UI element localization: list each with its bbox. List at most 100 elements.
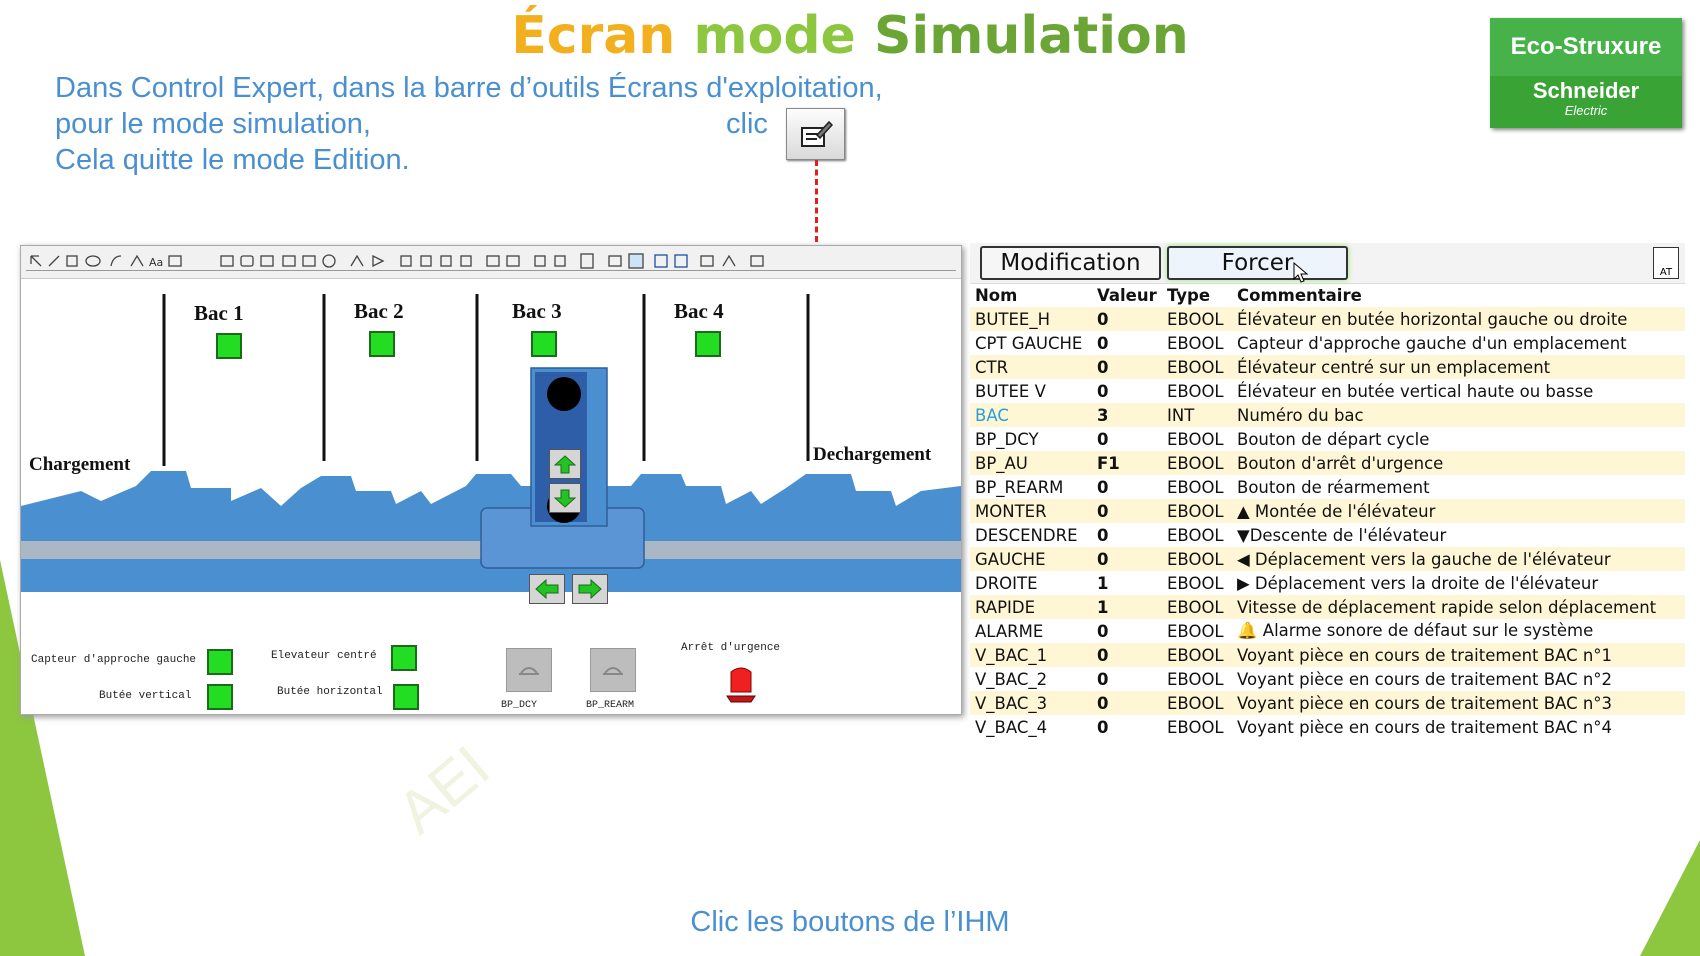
hmi-toolbar: Aa	[21, 246, 961, 279]
cell-valeur[interactable]: 0	[1097, 525, 1109, 545]
arret-urgence-button[interactable]	[721, 664, 761, 704]
elevateur-centre-label: Elevateur centré	[271, 650, 377, 662]
page-title: Écran mode Simulation	[0, 6, 1700, 66]
bp-rearm-label: BP_REARM	[586, 700, 635, 711]
droite-button[interactable]	[572, 574, 608, 604]
schneider-logo: Eco-Struxure Schneider Electric	[1490, 18, 1682, 128]
cell-valeur[interactable]: F1	[1092, 451, 1162, 475]
cell-valeur[interactable]: 0	[1097, 381, 1109, 401]
title-part-2: mode	[693, 6, 874, 66]
cell-commentaire: Voyant pièce en cours de traitement BAC …	[1237, 669, 1613, 689]
cell-valeur[interactable]: 0	[1097, 429, 1109, 449]
cell-type: EBOOL	[1162, 643, 1232, 667]
cell-type: EBOOL	[1162, 547, 1232, 571]
cell-nom: BAC	[970, 403, 1092, 427]
cell-valeur[interactable]: 3	[1092, 403, 1162, 427]
title-part-1: Écran	[511, 6, 694, 66]
cell-valeur[interactable]: 0	[1097, 477, 1109, 497]
cell-type: INT	[1162, 403, 1232, 427]
bac-label-3: Bac 3	[512, 299, 562, 323]
table-row[interactable]: DROITE 1 EBOOL ▶ Déplacement vers la droite…	[970, 571, 1685, 595]
cell-type: EBOOL	[1167, 573, 1224, 593]
tab-forcer[interactable]: Forcer	[1167, 246, 1348, 280]
cell-nom: BP_REARM	[975, 477, 1064, 497]
pushbutton-icon	[603, 667, 623, 675]
cell-commentaire: ▶ Déplacement vers la droite de l'élévat…	[1237, 573, 1599, 593]
cell-nom: GAUCHE	[970, 547, 1092, 571]
bac-1-led	[216, 333, 242, 359]
cell-type: EBOOL	[1162, 691, 1232, 715]
gauche-button[interactable]	[529, 574, 565, 604]
bac-3-led	[531, 331, 557, 357]
cell-commentaire: Bouton de départ cycle	[1237, 429, 1430, 449]
cell-valeur[interactable]: 0	[1092, 307, 1162, 331]
cell-commentaire: ▼Descente de l'élévateur	[1237, 525, 1447, 545]
cell-nom: DROITE	[975, 573, 1038, 593]
header-commentaire: Commentaire	[1237, 286, 1362, 305]
cell-valeur[interactable]: 0	[1092, 355, 1162, 379]
header-type: Type	[1167, 286, 1211, 305]
arrow-down-icon	[554, 489, 576, 508]
cell-nom: MONTER	[970, 499, 1092, 523]
descendre-button[interactable]	[549, 483, 581, 513]
bac-label-4: Bac 4	[674, 299, 724, 323]
cell-nom: ALARME	[975, 621, 1044, 641]
cell-nom: V_BAC_1	[970, 643, 1092, 667]
title-part-3: Simulation	[873, 6, 1189, 66]
elevateur-centre-led	[391, 645, 417, 671]
cell-valeur[interactable]: 0	[1092, 499, 1162, 523]
monter-button[interactable]	[549, 449, 581, 479]
chargement-label: Chargement	[29, 454, 131, 475]
cell-type: EBOOL	[1167, 333, 1224, 353]
cell-valeur[interactable]: 0	[1097, 717, 1109, 737]
cell-nom: V_BAC_2	[975, 669, 1048, 689]
bp-rearm-button[interactable]	[590, 648, 636, 692]
at-file-icon[interactable]: AT	[1653, 247, 1679, 279]
cell-valeur[interactable]: 0	[1092, 691, 1162, 715]
simulation-mode-button[interactable]	[786, 108, 845, 160]
cell-commentaire: Voyant pièce en cours de traitement BAC …	[1232, 643, 1685, 667]
cell-valeur[interactable]: 0	[1097, 621, 1109, 641]
bac-label-1: Bac 1	[194, 301, 244, 325]
logo-top-text: Eco-Struxure	[1490, 18, 1682, 76]
clic-label: clic	[726, 108, 768, 140]
cell-valeur[interactable]: 1	[1097, 573, 1109, 593]
cell-commentaire: Voyant pièce en cours de traitement BAC …	[1237, 717, 1613, 737]
cell-commentaire: Bouton de réarmement	[1237, 477, 1430, 497]
cell-commentaire: Élévateur en butée vertical haute ou bas…	[1237, 381, 1594, 401]
cell-valeur[interactable]: 0	[1097, 333, 1109, 353]
hmi-screen: Aa Bac 1 Bac 2 Bac 3 Bac 4 Chargement De…	[20, 245, 962, 715]
cell-valeur[interactable]: 0	[1092, 547, 1162, 571]
butee-vertical-led	[207, 684, 233, 710]
cell-type: EBOOL	[1167, 429, 1224, 449]
cell-valeur[interactable]: 0	[1097, 669, 1109, 689]
cell-type: EBOOL	[1162, 595, 1232, 619]
bp-dcy-button[interactable]	[506, 648, 552, 692]
capteur-label: Capteur d'approche gauche	[31, 654, 197, 666]
tab-modification[interactable]: Modification	[980, 246, 1161, 280]
cell-valeur[interactable]: 0	[1092, 643, 1162, 667]
cell-nom: V_BAC_3	[970, 691, 1092, 715]
cell-commentaire: 🔔 Alarme sonore de défaut sur le système	[1237, 621, 1594, 640]
cell-valeur[interactable]: 1	[1092, 595, 1162, 619]
toolbar-icons: Aa	[30, 253, 764, 269]
bac-label-2: Bac 2	[354, 299, 404, 323]
mouse-cursor-icon	[1293, 262, 1309, 283]
